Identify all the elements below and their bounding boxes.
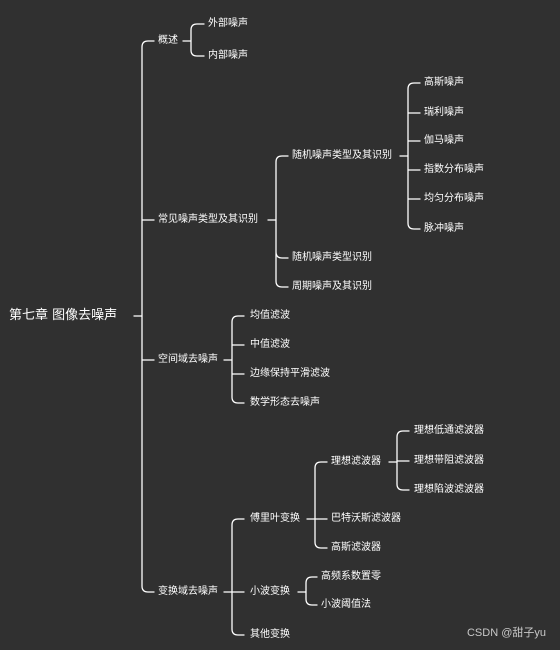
node-ideal-filter: 理想滤波器 xyxy=(331,456,381,467)
node-ideal-lowpass: 理想低通滤波器 xyxy=(414,425,484,436)
node-gaussian-noise: 高斯噪声 xyxy=(424,77,464,88)
node-external-noise: 外部噪声 xyxy=(208,18,248,29)
node-ideal-notch: 理想陷波滤波器 xyxy=(414,484,484,495)
connector-transform xyxy=(223,518,245,636)
node-periodic-noise: 周期噪声及其识别 xyxy=(292,281,372,292)
node-noise-types: 常见噪声类型及其识别 xyxy=(158,214,258,225)
node-mean-filter: 均值滤波 xyxy=(250,310,290,321)
connector-wavelet xyxy=(297,576,318,606)
connector-types xyxy=(267,155,289,288)
node-uniform-noise: 均匀分布噪声 xyxy=(424,193,484,204)
node-spatial-denoise: 空间域去噪声 xyxy=(158,354,218,365)
node-wavelet-threshold: 小波阈值法 xyxy=(321,599,371,610)
root-node: 第七章 图像去噪声 xyxy=(9,308,118,323)
node-ideal-bandstop: 理想带阻滤波器 xyxy=(414,455,484,466)
node-exponential-noise: 指数分布噪声 xyxy=(424,164,484,175)
node-other-transform: 其他变换 xyxy=(250,629,290,640)
node-zero-high-freq: 高频系数置零 xyxy=(321,571,381,582)
node-internal-noise: 内部噪声 xyxy=(208,50,248,61)
node-random-noise-identify: 随机噪声类型识别 xyxy=(292,252,372,263)
node-random-noise-types: 随机噪声类型及其识别 xyxy=(292,150,392,161)
node-overview: 概述 xyxy=(158,35,178,46)
node-gamma-noise: 伽马噪声 xyxy=(424,135,464,146)
node-impulse-noise: 脉冲噪声 xyxy=(424,223,464,234)
node-wavelet-transform: 小波变换 xyxy=(250,586,290,597)
node-median-filter: 中值滤波 xyxy=(250,339,290,350)
connector-ideal xyxy=(388,430,410,491)
node-transform-denoise: 变换域去噪声 xyxy=(158,586,218,597)
node-morphology-denoise: 数学形态去噪声 xyxy=(250,397,320,408)
node-rayleigh-noise: 瑞利噪声 xyxy=(424,107,464,118)
connector-fourier xyxy=(306,461,328,549)
connector-root-level1 xyxy=(133,40,155,593)
watermark: CSDN @甜子yu xyxy=(466,627,546,639)
node-gaussian-filter: 高斯滤波器 xyxy=(331,542,381,553)
node-edge-preserving-filter: 边缘保持平滑滤波 xyxy=(250,368,330,379)
node-fourier-transform: 傅里叶变换 xyxy=(250,513,300,524)
connector-random-types xyxy=(399,82,421,230)
connector-overview xyxy=(182,23,205,57)
node-butterworth-filter: 巴特沃斯滤波器 xyxy=(331,513,401,524)
connector-spatial xyxy=(223,315,245,404)
